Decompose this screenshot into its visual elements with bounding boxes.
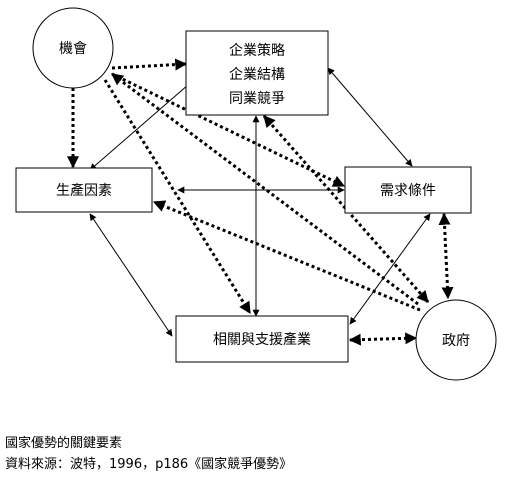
strategy-label-3: 同業競爭 <box>229 91 285 107</box>
government-circle <box>415 299 497 381</box>
strategy-box <box>185 30 329 116</box>
dotted-demand-government <box>438 212 454 300</box>
dotted-government-factor <box>152 200 421 312</box>
dotted-government-chance <box>111 72 419 306</box>
related-label: 相關與支援產業 <box>213 331 311 348</box>
dotted-strategy-government <box>262 115 430 303</box>
dotted-chance-strategy <box>111 58 188 71</box>
demand-label: 需求條件 <box>380 183 436 199</box>
dotted-chance-demand <box>111 72 346 188</box>
node-factor: 生產因素 <box>15 167 153 213</box>
chance-label: 機會 <box>59 41 87 57</box>
dotted-related-government <box>348 332 418 346</box>
factor-label: 生產因素 <box>56 182 112 199</box>
connector-demand-related <box>349 213 431 325</box>
strategy-label-1: 企業策略 <box>229 42 285 59</box>
node-government: 政府 <box>415 299 497 381</box>
strategy-label-2: 企業結構 <box>229 66 285 83</box>
chance-circle <box>32 7 114 89</box>
dotted-connectors <box>67 58 454 346</box>
factor-box <box>15 167 153 213</box>
related-box <box>175 315 349 363</box>
government-label: 政府 <box>442 333 470 349</box>
figure-caption-source: 資料來源：波特，1996，p186《國家競爭優勢》 <box>5 457 293 472</box>
node-demand: 需求條件 <box>344 166 472 214</box>
connector-strategy-demand <box>327 67 413 167</box>
figure-caption-title: 國家優勢的關鍵要素 <box>5 436 123 451</box>
node-related: 相關與支援產業 <box>175 315 349 363</box>
node-chance: 機會 <box>32 7 114 89</box>
node-strategy: 企業策略 企業結構 同業競爭 <box>185 30 329 116</box>
porter-diamond-diagram: 機會 企業策略 企業結構 同業競爭 生產因素 需求條件 相關與支援產業 政府 <box>15 7 497 381</box>
connector-strategy-factor <box>89 77 197 171</box>
dotted-chance-related <box>103 79 252 315</box>
demand-box <box>344 166 472 214</box>
connector-factor-related <box>89 213 173 337</box>
